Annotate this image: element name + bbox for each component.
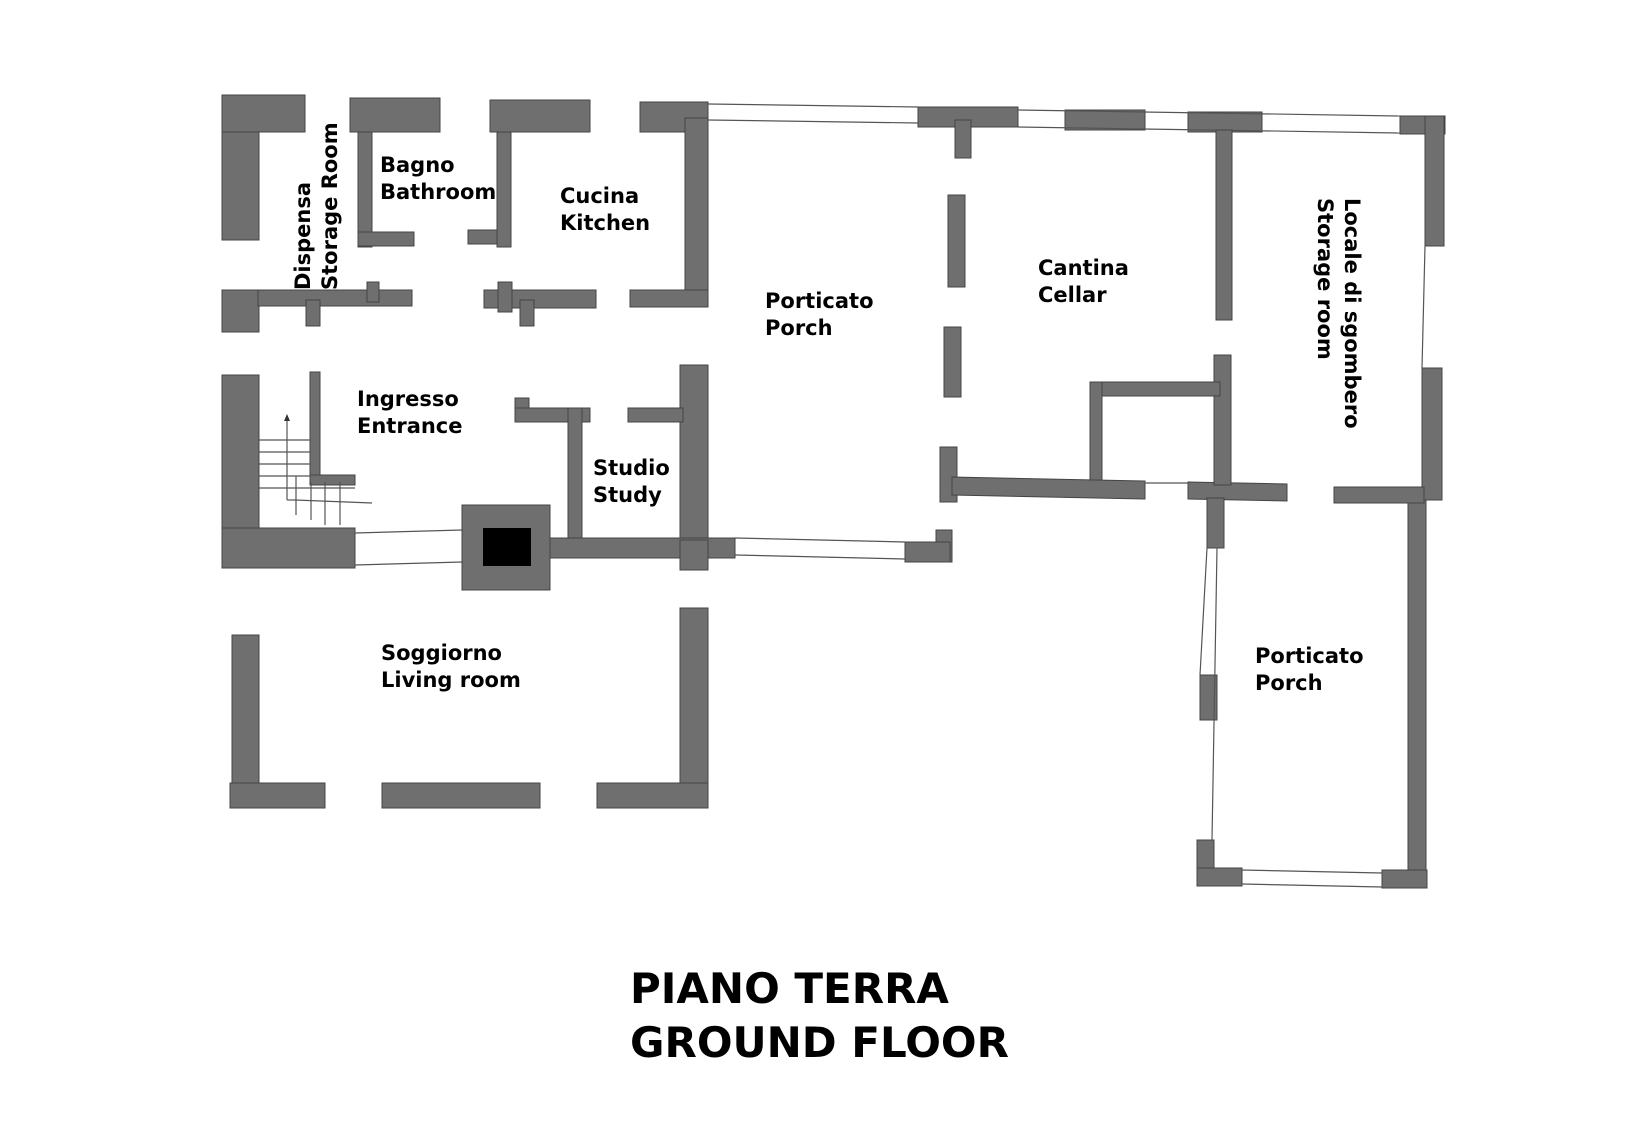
stair-arrow-icon <box>284 414 290 421</box>
room-label-kitchen: Cucina Kitchen <box>560 184 651 235</box>
chimney <box>483 528 531 566</box>
walls <box>221 94 1446 889</box>
plan-title: PIANO TERRA GROUND FLOOR <box>630 964 1009 1067</box>
room-label-study: Studio Study <box>593 456 670 507</box>
room-label-lumber-room: Locale di sgombero Storage room <box>1313 198 1364 429</box>
room-label-bathroom: Bagno Bathroom <box>380 153 497 204</box>
room-label-cellar: Cantina Cellar <box>1038 256 1129 307</box>
room-label-living-room: Soggiorno Living room <box>381 641 521 692</box>
room-label-storage: Dispensa Storage Room <box>291 122 342 290</box>
room-label-entrance: Ingresso Entrance <box>357 387 463 438</box>
room-label-porch-side: Porticato Porch <box>1255 644 1364 695</box>
room-label-porch-main: Porticato Porch <box>765 289 874 340</box>
staircase <box>258 414 373 525</box>
